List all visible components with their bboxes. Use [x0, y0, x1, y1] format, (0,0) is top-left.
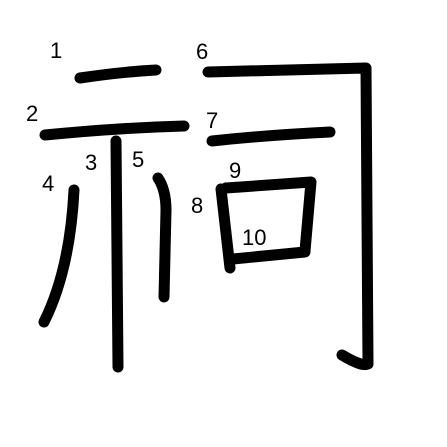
stroke-number-9: 9	[229, 158, 241, 183]
stroke-5	[152, 172, 172, 303]
stroke-1	[74, 64, 162, 84]
stroke-number-6: 6	[196, 39, 208, 64]
stroke-number-4: 4	[42, 171, 54, 196]
stroke-6	[202, 62, 374, 371]
stroke-number-8: 8	[191, 193, 203, 218]
stroke-4	[38, 184, 80, 328]
stroke-number-1: 1	[50, 38, 62, 63]
stroke-number-2: 2	[26, 101, 38, 126]
character-strokes	[38, 62, 374, 373]
stroke-number-10: 10	[242, 225, 266, 250]
stroke-9	[220, 176, 317, 257]
stroke-2	[39, 120, 190, 141]
stroke-8	[215, 183, 236, 274]
stroke-number-7: 7	[206, 108, 218, 133]
stroke-7	[206, 126, 336, 147]
stroke-3	[110, 135, 124, 373]
stroke-number-3: 3	[85, 150, 97, 175]
stroke-10	[227, 246, 311, 265]
stroke-number-5: 5	[132, 147, 144, 172]
stroke-numbers: 1 2 3 4 5 6 7 8 9 10	[26, 38, 266, 250]
